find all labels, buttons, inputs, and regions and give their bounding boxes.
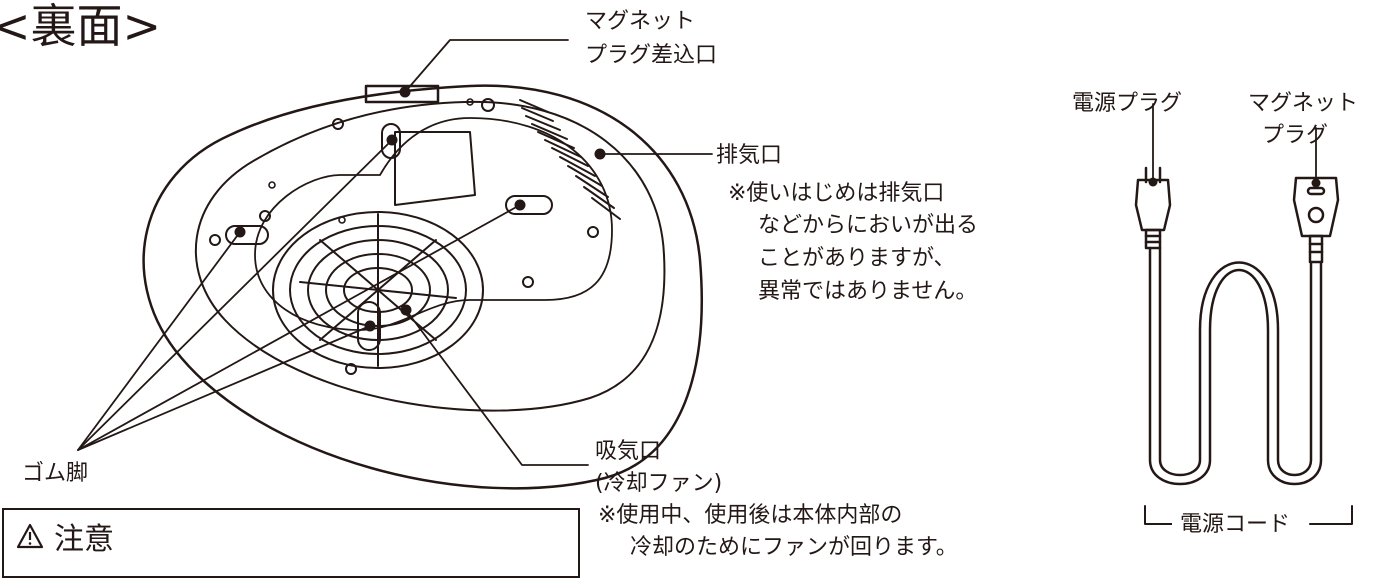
intake-note-line2: 冷却のためにファンが回ります。 bbox=[630, 535, 958, 560]
screw-4 bbox=[259, 210, 271, 222]
power-plug-label: 電源プラグ bbox=[1072, 91, 1183, 116]
magnet-port-label-line1: マグネット bbox=[585, 9, 696, 34]
screw-1 bbox=[481, 98, 495, 112]
device-illustration bbox=[77, 39, 1353, 525]
magnet-plug-label-line1: マグネット bbox=[1248, 91, 1359, 116]
intake-note-line1: ※使用中、使用後は本体内部の bbox=[598, 503, 903, 528]
power-cord-caption: 電源コード bbox=[1132, 498, 1368, 548]
screw-3 bbox=[332, 118, 344, 130]
intake-label: 吸気口 bbox=[595, 439, 662, 464]
screw-6 bbox=[268, 181, 276, 189]
appliance-outer-shell bbox=[142, 84, 703, 490]
intake-fan-grille bbox=[272, 211, 484, 369]
exhaust-note-line3: ことがありますが、 bbox=[758, 246, 956, 271]
exhaust-note-line4: 異常ではありません。 bbox=[758, 279, 978, 304]
magnet-plug-port bbox=[364, 84, 440, 104]
screw-2 bbox=[466, 98, 474, 106]
cord-bracket bbox=[1144, 505, 1353, 525]
rubber-feet-label: ゴム脚 bbox=[22, 461, 89, 486]
magnet-port-label-line2: プラグ差込口 bbox=[585, 43, 718, 68]
power-cord bbox=[1134, 103, 1353, 525]
caution-box: 注意 bbox=[2, 508, 580, 578]
exhaust-vents bbox=[519, 99, 621, 220]
exhaust-note-line1: ※使いはじめは排気口 bbox=[728, 181, 945, 206]
appliance-raised-area bbox=[254, 117, 613, 331]
warning-triangle-icon bbox=[16, 520, 44, 560]
appliance-inner-plate bbox=[194, 100, 666, 412]
leader-lines bbox=[77, 39, 713, 466]
screw-9 bbox=[345, 363, 357, 375]
exhaust-label: 排気口 bbox=[716, 143, 783, 168]
exhaust-note-line2: などからにおいが出る bbox=[758, 213, 979, 238]
cord-outer bbox=[1148, 246, 1323, 486]
screw-5 bbox=[209, 234, 221, 246]
rubber-foot-right bbox=[505, 195, 553, 215]
magnet-plug-icon bbox=[1292, 176, 1340, 264]
screw-7 bbox=[587, 226, 599, 238]
power-cord-label: 電源コード bbox=[1172, 506, 1299, 538]
screw-8 bbox=[522, 276, 534, 288]
intake-sub-label: (冷却ファン) bbox=[595, 471, 723, 496]
appliance-bottom bbox=[142, 84, 703, 490]
cord-inner bbox=[1158, 246, 1313, 477]
rubber-foot-top bbox=[381, 123, 401, 159]
caution-label: 注意 bbox=[54, 522, 114, 557]
power-plug-icon bbox=[1134, 166, 1172, 250]
page-title: <裏面> bbox=[0, 0, 162, 53]
magnet-plug-label-line2: プラグ bbox=[1262, 123, 1329, 148]
rubber-foot-bottom bbox=[357, 301, 381, 351]
upper-panel bbox=[394, 131, 476, 206]
caution-heading: 注意 bbox=[16, 520, 114, 560]
rubber-foot-left bbox=[225, 225, 269, 245]
